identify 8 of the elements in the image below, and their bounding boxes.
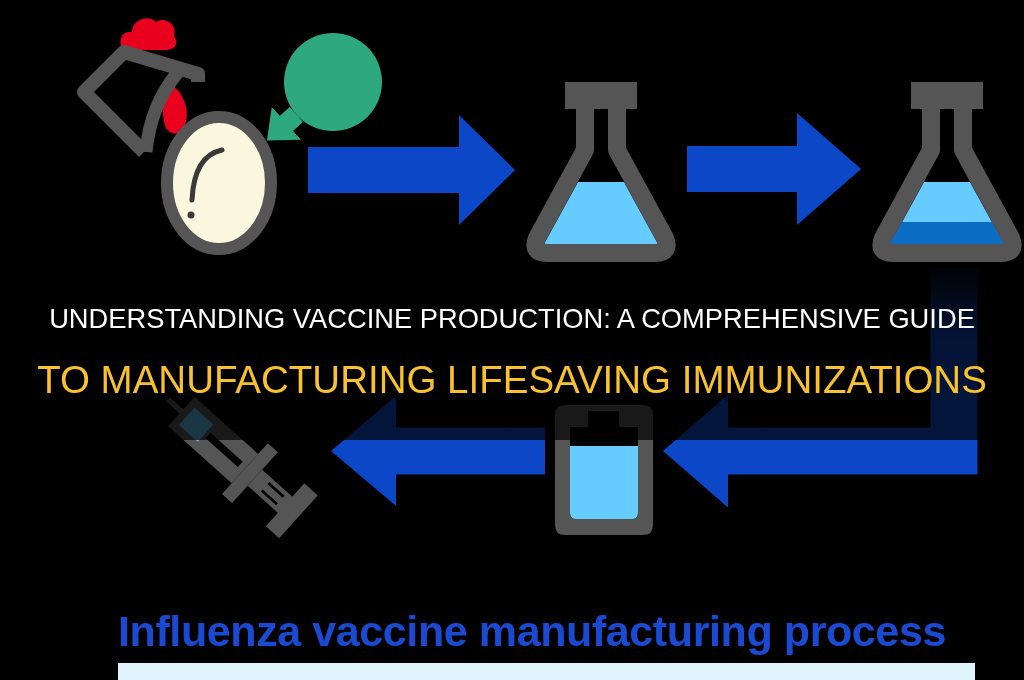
caption: Influenza vaccine manufacturing process [118,606,946,656]
flask-illustration [871,82,1023,262]
arrow [687,113,861,225]
egg-illustration [160,110,278,256]
circle-node [283,32,383,132]
flask-illustration [525,82,677,262]
title: UNDERSTANDING VACCINE PRODUCTION: A COMPREHENSIVE GUIDE TO MANUFACTURING LIFESAVING IMMUNIZATIONS [36,302,988,403]
arrow [308,115,515,225]
